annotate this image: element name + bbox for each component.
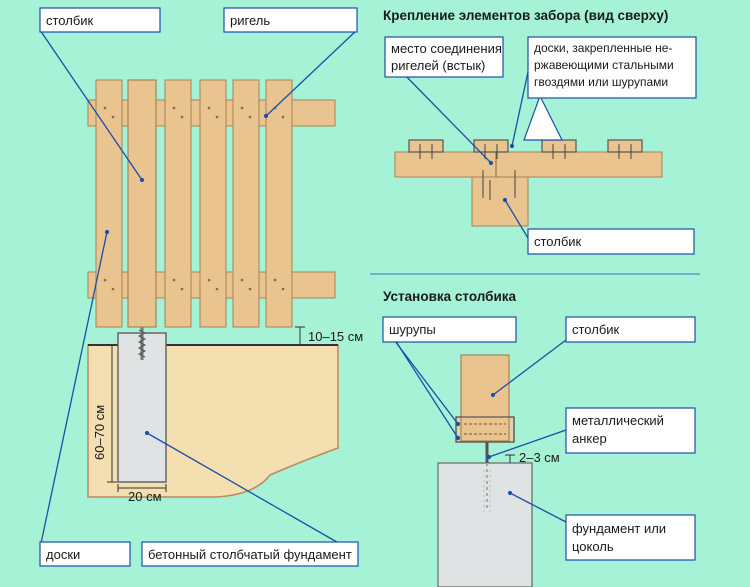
svg-text:ригель: ригель bbox=[230, 13, 270, 28]
svg-text:место соединения: место соединения bbox=[391, 41, 502, 56]
label-base: фундамент или цоколь bbox=[565, 514, 696, 561]
dim-anchor-gap: 2–3 см bbox=[519, 450, 560, 465]
leader-lines-top bbox=[399, 69, 529, 239]
svg-text:бетонный столбчатый фундамент: бетонный столбчатый фундамент bbox=[148, 547, 352, 562]
svg-text:металлический: металлический bbox=[572, 413, 664, 428]
svg-text:гвоздями или шурупами: гвоздями или шурупами bbox=[534, 75, 668, 89]
label-rail: ригель bbox=[223, 7, 358, 33]
svg-text:столбик: столбик bbox=[534, 234, 582, 249]
svg-text:доски: доски bbox=[46, 547, 80, 562]
dim-width: 20 см bbox=[128, 489, 162, 504]
label-screws: шурупы bbox=[382, 316, 517, 343]
svg-text:столбик: столбик bbox=[46, 13, 94, 28]
svg-text:анкер: анкер bbox=[572, 431, 607, 446]
svg-text:ржавеющими стальными: ржавеющими стальными bbox=[534, 58, 674, 72]
dimension-lines bbox=[107, 326, 305, 492]
rod-thread bbox=[137, 329, 147, 358]
label-joint: место соединения ригелей (встык) bbox=[384, 36, 504, 78]
nail-dots bbox=[103, 106, 285, 291]
label-post: столбик bbox=[39, 7, 161, 33]
label-nails: доски, закрепленные не- ржавеющими сталь… bbox=[527, 36, 697, 99]
post bbox=[127, 79, 157, 328]
title-top-view: Крепление элементов забора (вид сверху) bbox=[383, 8, 668, 23]
leader-lines-install bbox=[384, 327, 567, 523]
label-boards: доски bbox=[39, 541, 131, 567]
svg-text:доски, закрепленные не-: доски, закрепленные не- bbox=[534, 41, 672, 55]
dim-gap: 10–15 см bbox=[308, 329, 363, 344]
top-view-drawing bbox=[394, 139, 663, 227]
title-install: Установка столбика bbox=[383, 289, 517, 304]
label-foundation: бетонный столбчатый фундамент bbox=[141, 541, 359, 567]
svg-text:шурупы: шурупы bbox=[389, 322, 436, 337]
boards bbox=[95, 79, 293, 328]
svg-text:столбик: столбик bbox=[572, 322, 620, 337]
dim-depth: 60–70 см bbox=[92, 405, 107, 460]
label-anchor: металлический анкер bbox=[565, 407, 696, 454]
label-post-install: столбик bbox=[565, 316, 696, 343]
install-drawing bbox=[437, 354, 533, 587]
pointer-triangle bbox=[523, 94, 563, 141]
svg-text:фундамент или: фундамент или bbox=[572, 521, 666, 536]
label-post-top: столбик bbox=[527, 228, 695, 255]
leader-lines-left bbox=[39, 29, 358, 549]
svg-text:ригелей (встык): ригелей (встык) bbox=[391, 58, 485, 73]
svg-text:цоколь: цоколь bbox=[572, 539, 614, 554]
